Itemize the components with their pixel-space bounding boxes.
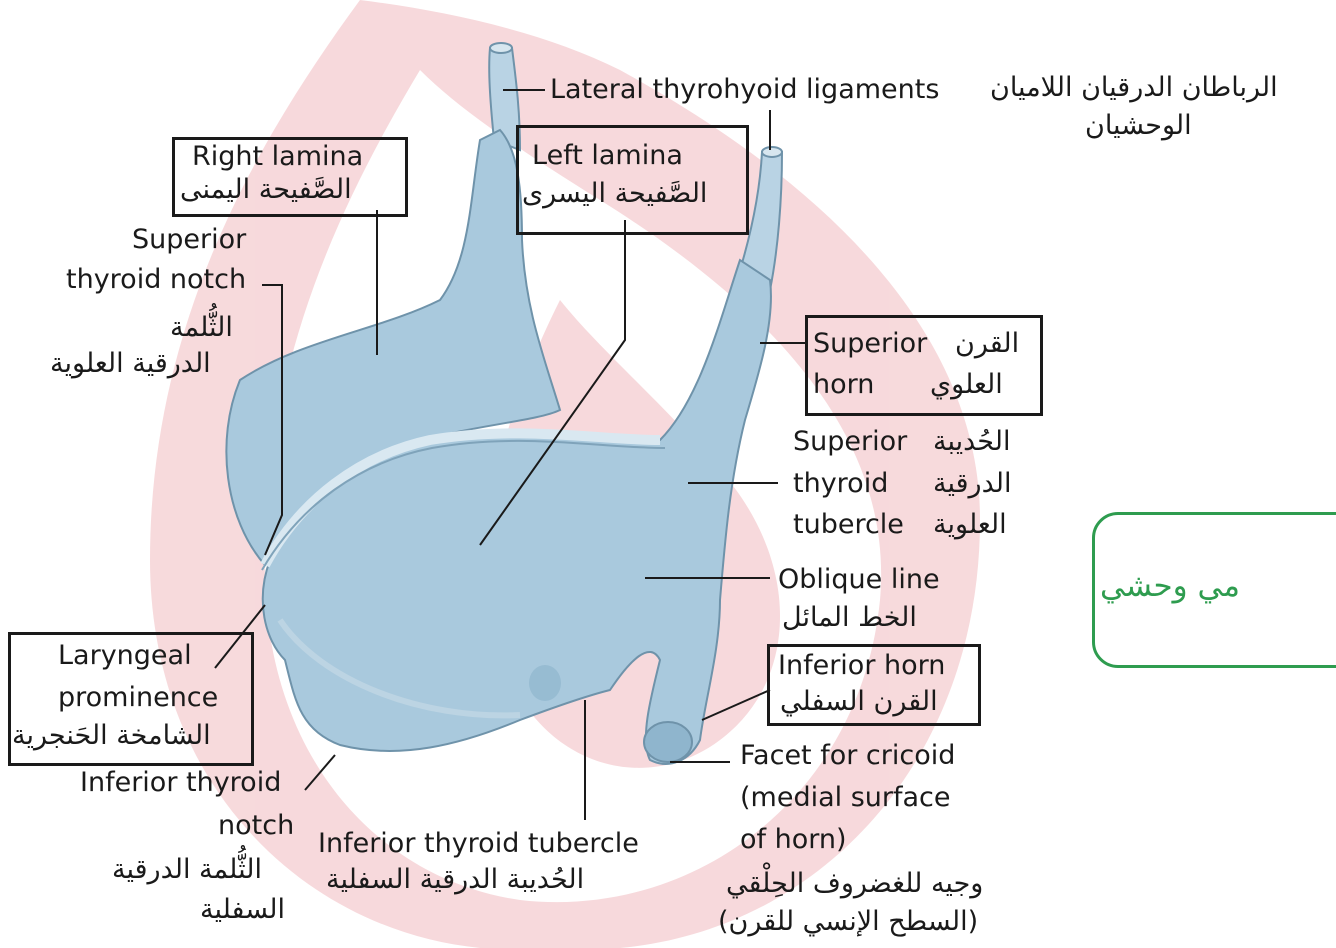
oblique-line-label-en: Oblique line	[778, 562, 940, 598]
facet-label-en2: (medial surface	[740, 780, 951, 816]
facet-label-ar2: (السطح الإنسي للقرن)	[718, 904, 978, 940]
superior-notch-label-ar1: الثُّلمة	[170, 310, 233, 346]
facet-label-en3: of horn)	[740, 822, 847, 858]
laryngeal-prominence-label-ar: الشامخة الحَنجرية	[12, 718, 211, 754]
superior-horn-label-en2: horn	[813, 367, 874, 403]
inferior-notch-label-ar2: السفلية	[200, 892, 285, 928]
inferior-notch-label-ar1: الثُّلمة الدرقية	[112, 852, 262, 888]
inferior-tubercle-label-ar: الحُديبة الدرقية السفلية	[326, 862, 584, 898]
lateral-thyrohyoid-label-ar1: الرباطان الدرقيان اللاميان	[990, 70, 1278, 106]
laryngeal-prominence-label-en2: prominence	[58, 680, 218, 716]
superior-horn-label-en1: Superior	[813, 326, 927, 362]
laryngeal-prominence-label-en1: Laryngeal	[58, 638, 192, 674]
inferior-horn-label-en: Inferior horn	[778, 648, 945, 684]
superior-tubercle-label-ar1: الحُديبة	[933, 424, 1010, 460]
right-lamina-label-ar: الصَّفيحة اليمنى	[180, 172, 352, 208]
superior-notch-label-ar2: الدرقية العلوية	[50, 346, 211, 382]
superior-tubercle-label-en1: Superior	[793, 424, 907, 460]
inferior-horn-label-ar: القرن السفلي	[780, 684, 938, 720]
superior-notch-label-en2: thyroid notch	[66, 262, 246, 298]
side-note-text: مي وحشي	[1100, 568, 1240, 604]
left-lamina-label-en: Left lamina	[532, 138, 683, 174]
facet-label-ar1: وجيه للغضروف الحِلْقي	[726, 866, 983, 902]
oblique-line-label-ar: الخط المائل	[782, 600, 917, 636]
inferior-notch-label-en1: Inferior thyroid	[80, 765, 281, 801]
superior-tubercle-label-en2: thyroid	[793, 466, 888, 502]
left-lamina-label-ar: الصَّفيحة اليسرى	[522, 176, 707, 212]
inferior-tubercle-label-en: Inferior thyroid tubercle	[318, 826, 639, 862]
superior-tubercle-label-en3: tubercle	[793, 507, 904, 543]
superior-horn-label-ar1: القرن	[955, 326, 1019, 362]
right-lamina-label-en: Right lamina	[192, 139, 363, 175]
superior-tubercle-label-ar2: الدرقية	[933, 466, 1011, 502]
superior-horn-label-ar2: العلوي	[930, 367, 1003, 403]
lateral-thyrohyoid-label-ar2: الوحشيان	[1085, 108, 1192, 144]
inferior-notch-label-en2: notch	[218, 808, 294, 844]
superior-tubercle-label-ar3: العلوية	[933, 507, 1007, 543]
superior-notch-label-en1: Superior	[132, 222, 246, 258]
lateral-thyrohyoid-label-en: Lateral thyrohyoid ligaments	[550, 72, 939, 108]
facet-label-en1: Facet for cricoid	[740, 738, 955, 774]
